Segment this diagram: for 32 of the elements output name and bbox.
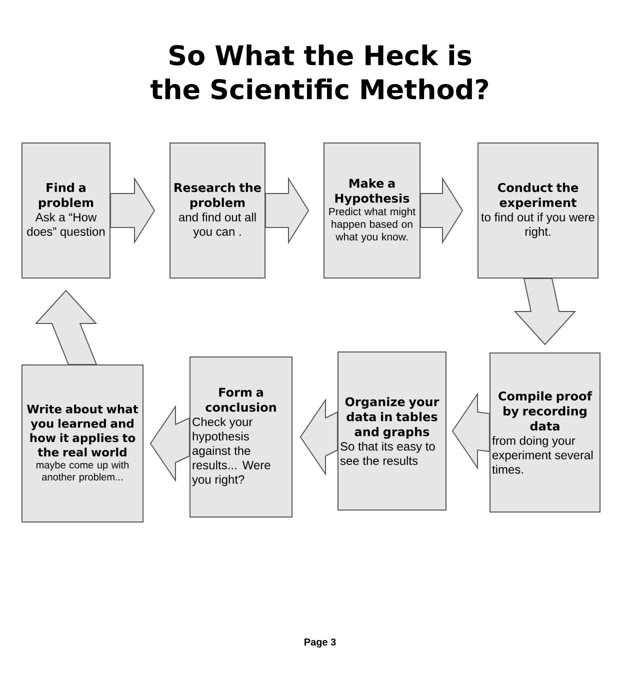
step-box xyxy=(478,142,598,278)
block-arrow xyxy=(34,290,98,365)
step-heading: Write about what you learned and how it applies to the real world xyxy=(27,404,138,457)
step-box xyxy=(22,364,144,522)
step-description: Predict what might happen based on what you know. xyxy=(329,208,416,243)
step-heading: Organize your data in tables and graphs xyxy=(345,397,440,439)
step-description: to find out if you were right. xyxy=(481,212,594,238)
step-box xyxy=(170,142,266,278)
step-box xyxy=(490,352,600,512)
block-arrow xyxy=(420,176,464,244)
step-heading: Make a Hypothesis xyxy=(335,178,410,206)
page-number: Page 3 xyxy=(304,638,336,648)
step-box xyxy=(324,142,420,278)
block-arrow xyxy=(452,392,490,470)
step-box xyxy=(22,142,110,278)
step-heading: Form a conclusion xyxy=(206,388,276,412)
block-arrow xyxy=(150,404,190,482)
step-description: from doing your experiment several times. xyxy=(492,436,593,474)
step-heading: Find a problem xyxy=(38,182,94,210)
step-description: and find out all you can . xyxy=(178,212,256,238)
step-box xyxy=(190,356,292,518)
title: So What the Heck is the Scientific Method? xyxy=(150,44,488,100)
block-arrow xyxy=(110,176,156,244)
step-box xyxy=(338,352,446,510)
block-arrow xyxy=(300,398,338,476)
step-description: Check your hypothesis against the results... Were you right? xyxy=(192,417,270,486)
block-arrow xyxy=(514,278,576,346)
step-heading: Conduct the experiment xyxy=(498,182,578,210)
step-description: Ask a “How does” question xyxy=(27,212,105,238)
step-description: So that its easy to see the results xyxy=(340,442,435,466)
block-arrow xyxy=(265,176,310,244)
step-description: maybe come up with another problem... xyxy=(36,461,128,482)
